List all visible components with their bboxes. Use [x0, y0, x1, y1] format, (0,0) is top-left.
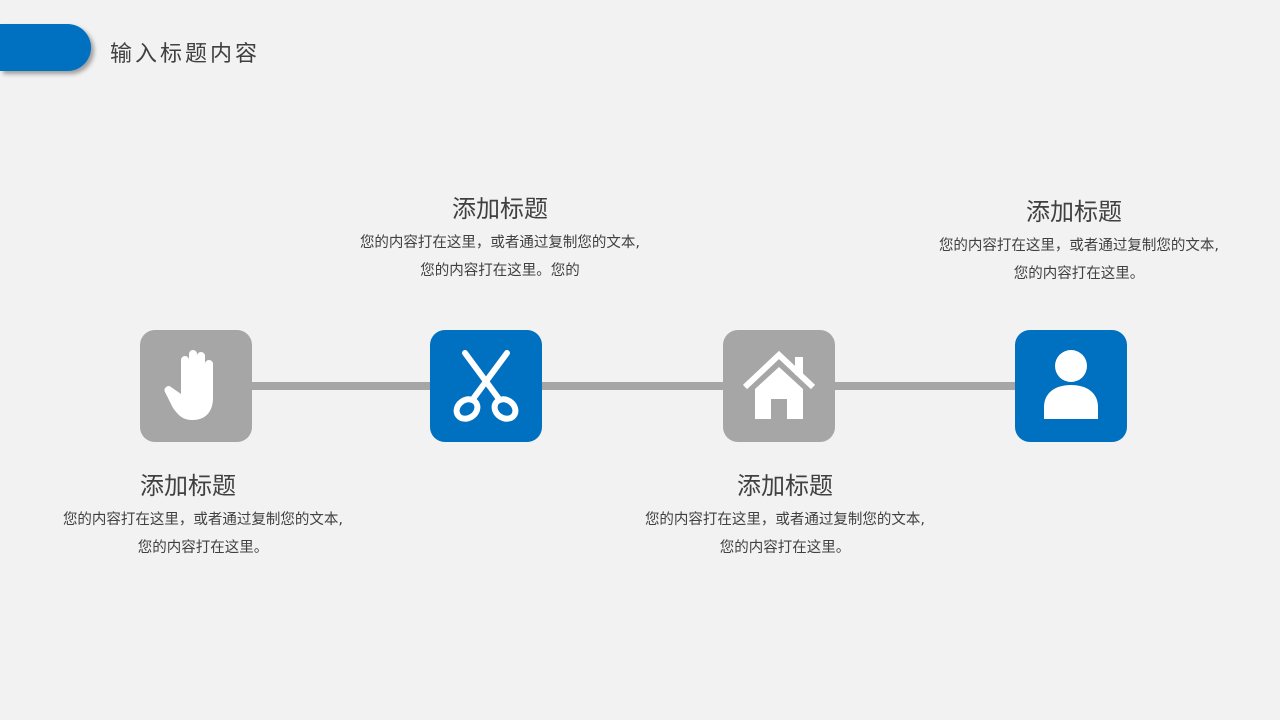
step-title: 添加标题: [140, 472, 236, 500]
step-4-icon-box: [1015, 330, 1127, 442]
step-3-icon-box: [723, 330, 835, 442]
title-tab-decoration: [0, 24, 91, 71]
step-1-text: 添加标题 您的内容打在这里，或者通过复制您的文本, 您的内容打在这里。: [43, 470, 363, 562]
step-description: 您的内容打在这里，或者通过复制您的文本, 您的内容打在这里。您的: [359, 235, 641, 279]
step-title: 添加标题: [737, 472, 833, 500]
step-title: 添加标题: [452, 195, 548, 223]
step-2-icon-box: [430, 330, 542, 442]
scissors-icon: [453, 349, 519, 422]
page-title: 输入标题内容: [110, 42, 261, 67]
user-icon: [1044, 350, 1098, 419]
step-description: 您的内容打在这里，或者通过复制您的文本, 您的内容打在这里。: [62, 512, 344, 556]
step-3-text: 添加标题 您的内容打在这里，或者通过复制您的文本, 您的内容打在这里。: [625, 470, 945, 562]
step-description: 您的内容打在这里，或者通过复制您的文本, 您的内容打在这里。: [644, 512, 926, 556]
hand-icon: [164, 350, 213, 420]
timeline-connector: [252, 382, 1016, 390]
step-description: 您的内容打在这里，或者通过复制您的文本, 您的内容打在这里。: [938, 238, 1220, 282]
step-1-icon-box: [140, 330, 252, 442]
step-4-text: 添加标题 您的内容打在这里，或者通过复制您的文本, 您的内容打在这里。: [919, 196, 1239, 288]
home-icon: [742, 350, 816, 419]
step-title: 添加标题: [1026, 198, 1122, 226]
step-2-text: 添加标题 您的内容打在这里，或者通过复制您的文本, 您的内容打在这里。您的: [340, 193, 660, 285]
